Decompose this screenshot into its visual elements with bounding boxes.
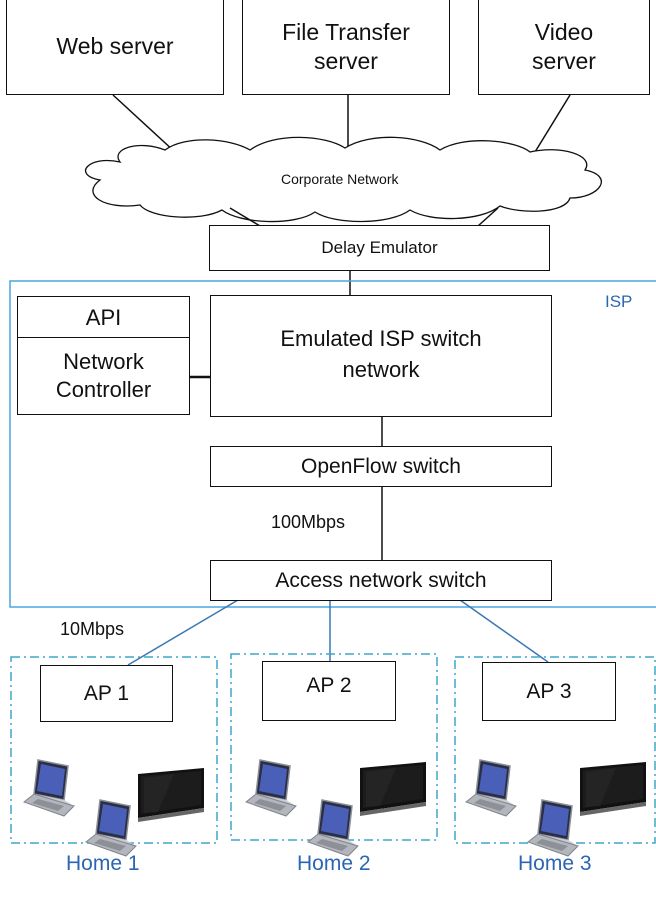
tv-icon	[138, 768, 204, 822]
laptop-icon	[245, 759, 297, 817]
delay-emulator-label: Delay Emulator	[321, 238, 438, 257]
laptop-icon	[23, 759, 75, 817]
openflow-label: OpenFlow switch	[301, 454, 461, 478]
controller-label-line2: Controller	[55, 377, 152, 402]
corporate-network-cloud	[85, 136, 602, 223]
access-network-switch-box: Access network switch	[210, 560, 552, 601]
ap3-link	[459, 599, 549, 663]
isp-label: ISP	[605, 292, 633, 311]
corporate-network-label: Corporate Network	[281, 171, 399, 187]
ap-3-box: AP 3	[482, 662, 616, 721]
home-3-boundary	[454, 656, 656, 844]
tv-icon	[580, 762, 646, 816]
video-server-box: Video server	[478, 0, 650, 95]
api-label: API	[85, 304, 122, 330]
ftp-label-line1: File Transfer	[282, 18, 410, 45]
isp-boundary	[9, 280, 656, 608]
video-label-line2: server	[532, 47, 596, 74]
controller-label-line1: Network	[63, 349, 144, 374]
emulated-isp-network-box: Emulated ISP switch network	[210, 295, 552, 417]
link-100mbps-label: 100Mbps	[271, 512, 346, 532]
home-1-label: Home 1	[66, 852, 140, 875]
web-server-box: Web server	[6, 0, 224, 95]
home-2-label: Home 2	[297, 852, 371, 875]
link-10mbps-label: 10Mbps	[60, 619, 125, 639]
ap-3-label: AP 3	[526, 679, 572, 703]
video-label-line1: Video	[534, 18, 594, 45]
web-server-link	[112, 94, 176, 153]
laptop-icon	[85, 799, 137, 857]
openflow-switch-box: OpenFlow switch	[210, 446, 552, 487]
home-3-label: Home 3	[518, 852, 592, 875]
api-box: API	[17, 296, 190, 339]
network-controller-box: Network Controller	[17, 337, 190, 415]
emulated-label-line2: network	[342, 357, 420, 382]
file-transfer-server-box: File Transfer server	[242, 0, 450, 95]
laptop-icon	[527, 799, 579, 857]
ftp-label-line2: server	[314, 47, 378, 74]
emulated-label-line1: Emulated ISP switch	[280, 326, 482, 351]
ap-2-box: AP 2	[262, 661, 396, 721]
ap1-link	[127, 599, 239, 666]
ap-2-label: AP 2	[306, 674, 352, 697]
ap-1-label: AP 1	[83, 681, 130, 705]
laptop-icon	[465, 759, 517, 817]
laptop-icon	[307, 799, 359, 857]
tv-icon	[360, 762, 426, 816]
access-switch-label: Access network switch	[275, 568, 487, 592]
video-server-link	[534, 94, 571, 153]
delay-emulator-box: Delay Emulator	[209, 225, 550, 271]
ap-1-box: AP 1	[40, 665, 173, 722]
web-server-label: Web server	[56, 33, 174, 59]
